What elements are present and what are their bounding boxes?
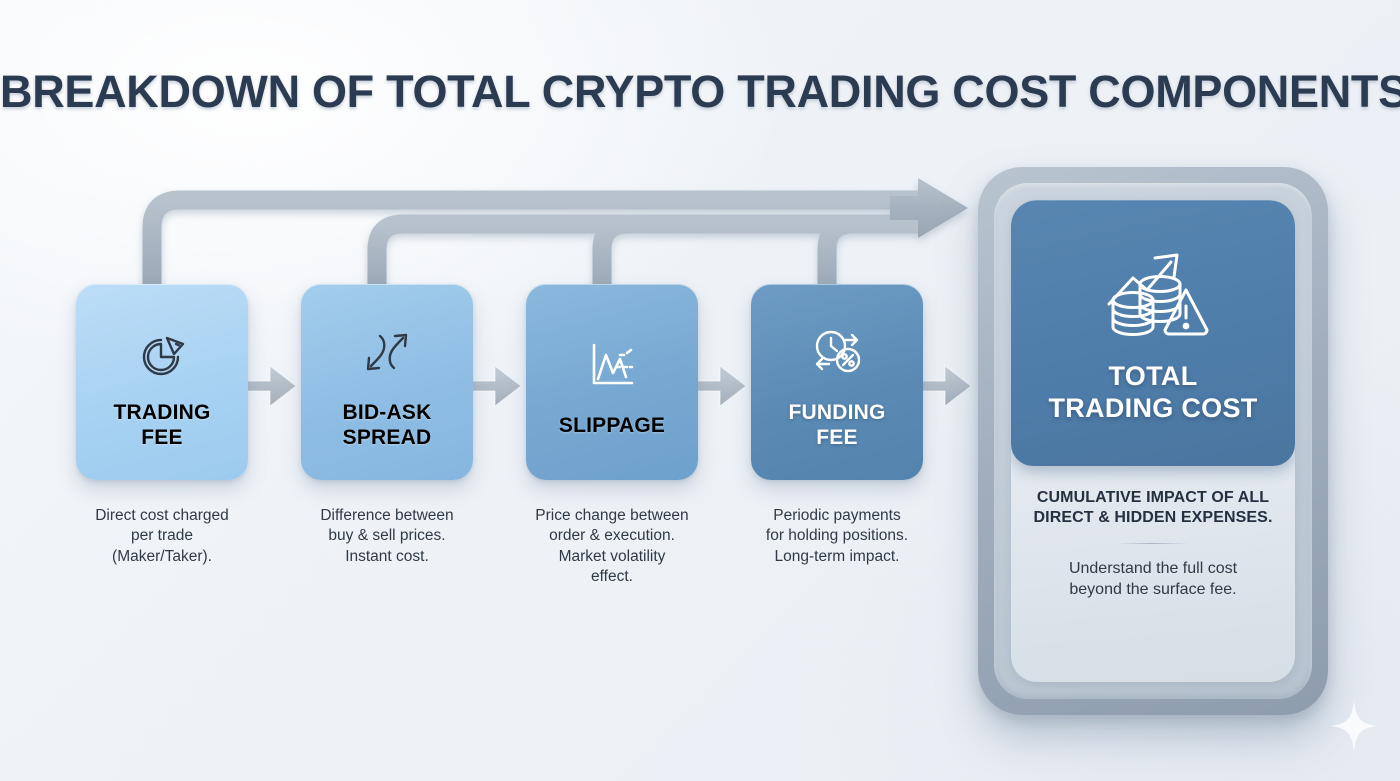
step-description: Direct cost charged per trade (Maker/Taker… [62,506,262,567]
text-line: order & execution. [549,527,675,545]
text-line: effect. [591,568,633,586]
step-arrow-3-4 [696,364,747,408]
text-line: SLIPPAGE [558,413,666,437]
text-line: CUMULATIVE IMPACT OF ALL [1036,489,1270,506]
clock-percent-icon [804,319,870,385]
text-line: TRADING [113,401,211,425]
text-line: Market volatility [558,547,666,565]
text-line: BID-ASK [342,401,432,425]
text-line: Direct cost charged [95,507,229,524]
step-label: SLIPPAGE [553,414,671,439]
pie-chart-icon [129,319,195,385]
sparkle-icon [1330,700,1378,752]
total-card-subtext: Understand the full cost beyond the surfa… [1033,558,1273,600]
text-line: SPREAD [342,426,432,449]
step-description: Price change between order & execution. Ma… [512,506,712,588]
text-line: FEE [141,426,183,449]
step-arrow-1-2 [246,364,297,408]
diverging-arrows-icon [354,319,420,385]
text-line: FUNDING [788,401,886,425]
text-line: TRADING COST [1048,393,1258,423]
text-line: buy & sell prices. [328,527,446,545]
text-line: Understand the full cost [1068,559,1238,577]
text-line: Difference between [320,507,454,524]
step-description: Periodic payments for holding positions. L… [737,506,937,567]
text-line: for holding positions. [765,527,909,545]
text-line: Long-term impact. [774,547,900,565]
text-line: Periodic payments [773,507,901,524]
volatility-chart-icon [579,332,645,398]
text-line: beyond the surface fee. [1069,581,1237,599]
text-line: DIRECT & HIDDEN EXPENSES. [1033,509,1273,527]
step-card-slippage[interactable]: SLIPPAGE Price change between order & exe… [526,284,698,585]
text-line: (Maker/Taker). [112,547,212,565]
text-line: Price change between [535,507,689,524]
text-line: Instant cost. [345,547,429,565]
step-description: Difference between buy & sell prices. Inst… [287,506,487,567]
step-arrow-4-total [921,364,972,408]
coins-growth-warning-icon [1093,242,1213,346]
page-title: BREAKDOWN OF TOTAL CRYPTO TRADING COST C… [0,66,1400,117]
text-line: per trade [130,527,194,545]
step-arrow-2-3 [471,364,522,408]
text-line: FEE [816,426,858,449]
text-line: TOTAL [1108,360,1198,391]
total-card-divider [1117,542,1189,544]
total-card-caption: CUMULATIVE IMPACT OF ALL DIRECT & HIDDEN … [1027,488,1279,529]
